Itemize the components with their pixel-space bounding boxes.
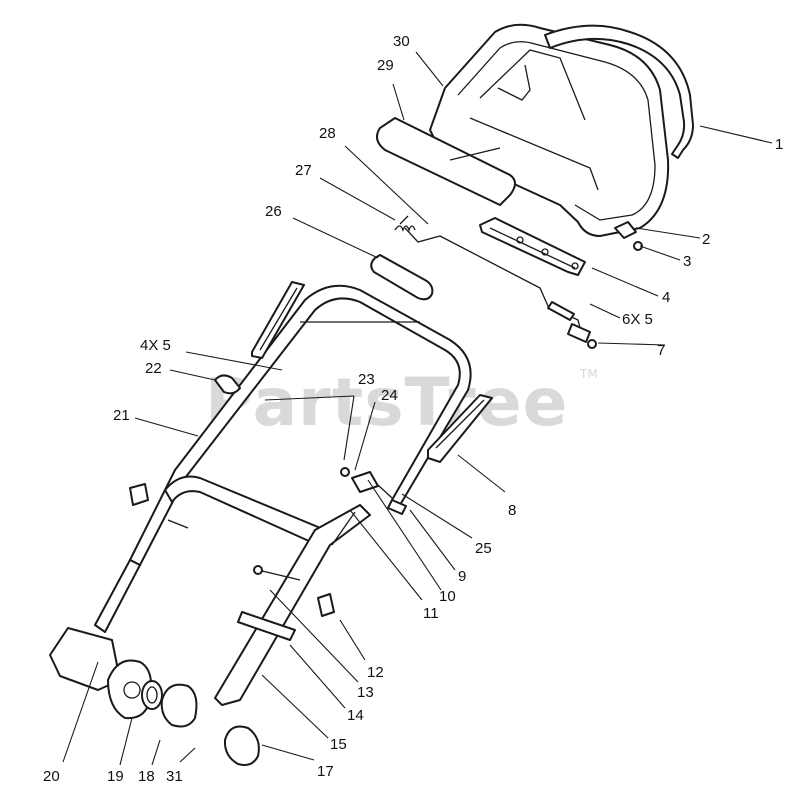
leader-lines: [62, 51, 773, 766]
callout-12: 12: [367, 664, 384, 681]
part-9-bolt: [387, 499, 407, 515]
callout-23: 23: [358, 371, 375, 388]
callout-1: 1: [775, 136, 783, 153]
callout-14: 14: [347, 707, 364, 724]
callout-19: 19: [107, 768, 124, 785]
part-4-bracket: [479, 217, 586, 276]
callout-3: 3: [683, 253, 691, 270]
part-13-bolt: [253, 565, 301, 581]
part-27-spring: [394, 215, 416, 232]
callout-25: 25: [475, 540, 492, 557]
callout-18: 18: [138, 768, 155, 785]
callout-7: 7: [657, 342, 665, 359]
callout-24: 24: [381, 387, 398, 404]
callout-26: 26: [265, 203, 282, 220]
part-10-latch: [351, 471, 379, 493]
part-3-nut: [633, 241, 643, 251]
callout-4x5: 4X 5: [140, 337, 171, 354]
watermark-trademark: TM: [579, 367, 598, 381]
part-31-gear: [160, 683, 198, 728]
callout-21: 21: [113, 407, 130, 424]
callout-28: 28: [319, 125, 336, 142]
part-18-washer: [141, 680, 163, 710]
callout-11: 11: [423, 605, 439, 622]
part-25-pin: [377, 484, 393, 499]
watermark-text: PartsTree: [205, 364, 568, 441]
part-14-plate: [237, 611, 296, 641]
part-30-upper-frame: [429, 23, 670, 237]
part-26-grip: [370, 254, 434, 301]
callout-8: 8: [508, 502, 516, 519]
part-15-mid-tube: [214, 504, 371, 706]
callout-9: 9: [458, 568, 466, 585]
part-24-washer: [340, 467, 350, 477]
callout-2: 2: [702, 231, 710, 248]
callout-27: 27: [295, 162, 312, 179]
part-28-control-rod: [404, 227, 583, 337]
callout-30: 30: [393, 33, 410, 50]
watermark: PartsTree TM: [205, 364, 598, 441]
part-7-cable-end: [567, 323, 597, 349]
callout-13: 13: [357, 684, 374, 701]
part-29-shield: [375, 117, 516, 206]
left-knob: [129, 483, 149, 506]
callout-22: 22: [145, 360, 162, 377]
callout-29: 29: [377, 57, 394, 74]
part-2-clip: [614, 221, 637, 239]
callout-20: 20: [43, 768, 60, 785]
callout-6x5: 6X 5: [622, 311, 653, 328]
callout-31: 31: [166, 768, 183, 785]
left-bolt: [167, 519, 189, 529]
rail-left: [251, 281, 305, 359]
callout-17: 17: [317, 763, 334, 780]
part-8-rail-right: [427, 394, 493, 463]
callout-15: 15: [330, 736, 347, 753]
part-17-cap: [223, 725, 260, 766]
part-12-clip: [317, 593, 335, 617]
part-1-upper-handle: [544, 24, 694, 159]
callout-4: 4: [662, 289, 670, 306]
part-22-knob: [214, 374, 241, 395]
callout-labels: 1 2 3 4 6X 5 7 8 25 9 10 11 12 13 14 15 …: [43, 33, 783, 785]
callout-10: 10: [439, 588, 456, 605]
